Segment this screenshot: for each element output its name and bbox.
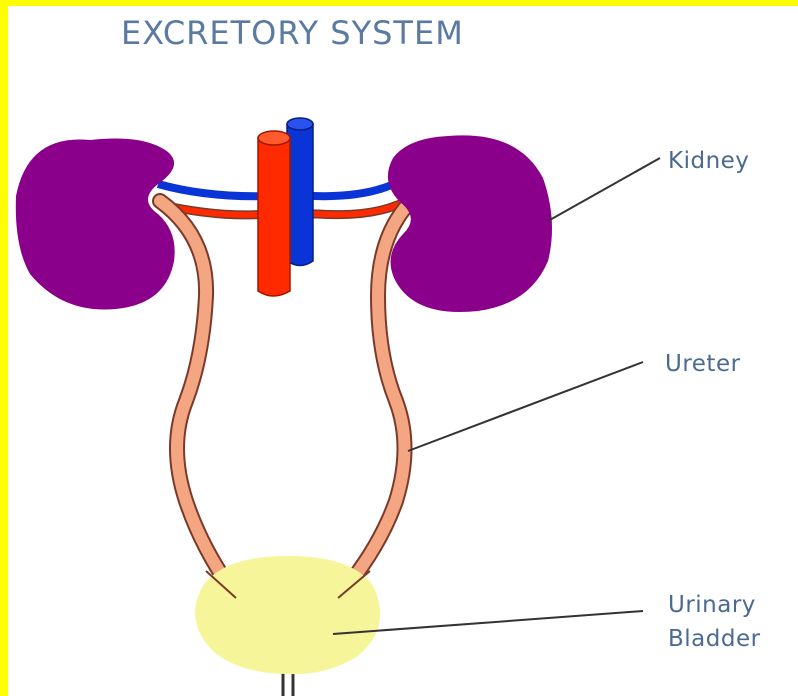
excretory-system-diagram: EXCRETORY SYSTEM Kidney Ureter Ur	[8, 6, 798, 696]
bladder-label-line1: Urinary	[668, 592, 756, 618]
diagram-title: EXCRETORY SYSTEM	[121, 14, 464, 52]
ureter-label: Ureter	[665, 351, 741, 377]
kidney-left-icon	[16, 139, 175, 310]
aorta-icon	[258, 131, 290, 296]
bladder-label-line2: Bladder	[668, 626, 761, 652]
diagram-frame: EXCRETORY SYSTEM Kidney Ureter Ur	[8, 6, 798, 696]
kidney-label: Kidney	[668, 148, 749, 174]
urinary-bladder-icon	[195, 556, 380, 696]
vena-cava-icon	[287, 118, 313, 266]
kidney-right-icon	[388, 135, 552, 312]
